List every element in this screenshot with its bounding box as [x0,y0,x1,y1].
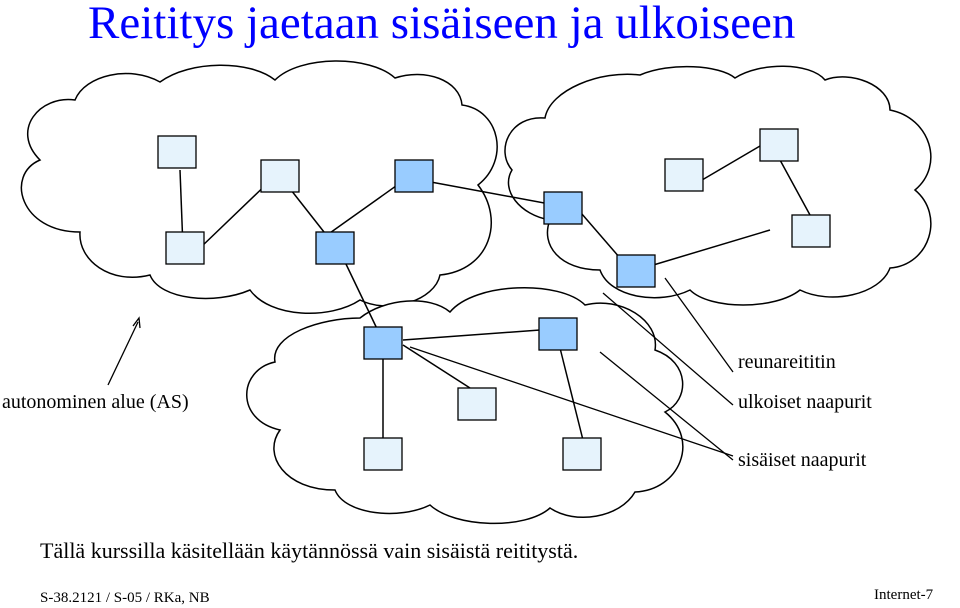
links-bottom [382,329,584,441]
footer-course-code: S-38.2121 / S-05 / RKa, NB [40,590,210,606]
router-internal-right-3 [791,214,831,248]
routers-internal [157,128,831,471]
routers-border [315,159,656,360]
router-internal-left-2 [260,159,300,193]
link-inter-as-top [419,179,556,206]
router-border-right-2 [616,254,656,288]
router-border-bottom-2 [538,317,578,351]
router-internal-left-3 [165,231,205,265]
router-border-right-1 [543,191,583,225]
router-internal-right-2 [664,158,704,192]
router-internal-left-1 [157,135,197,169]
router-border-left-1 [394,159,434,193]
router-internal-bottom-3 [562,437,602,471]
label-border-router: reunareititin [738,351,836,373]
as-cloud-left [20,60,498,315]
slide-title: Reititys jaetaan sisäiseen ja ulkoiseen [88,0,796,49]
footer-slide-number: Internet-7 [874,587,934,603]
label-external-neighbors: ulkoiset naapurit [738,391,872,413]
label-autonomous-system: autonominen alue (AS) [2,391,189,413]
label-internal-neighbors: sisäiset naapurit [738,449,867,471]
router-internal-right-1 [759,128,799,162]
router-border-left-2 [315,231,355,265]
router-internal-bottom-2 [363,437,403,471]
as-cloud-right [504,65,932,306]
annotation-lines [107,277,734,461]
slide-note: Tällä kurssilla käsitellään käytännössä … [40,538,579,563]
router-border-bottom-1 [363,326,403,360]
router-internal-bottom-1 [457,387,497,421]
